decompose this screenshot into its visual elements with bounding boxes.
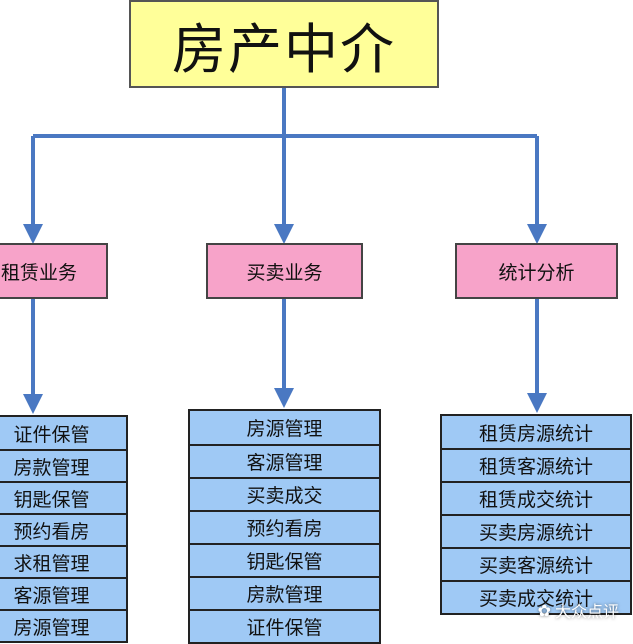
trade-item: 买卖成交 (188, 477, 381, 512)
item-label: 房款管理 (13, 456, 90, 479)
item-label: 租赁成交统计 (478, 489, 593, 511)
stats-item: 买卖成交统计 (440, 580, 632, 615)
item-label: 预约看房 (246, 518, 323, 540)
trade-item: 钥匙保管 (188, 543, 381, 578)
root-label: 房产中介 (172, 17, 396, 81)
stats-item: 租赁房源统计 (440, 414, 632, 450)
category-rental: 租赁业务 (0, 243, 108, 299)
item-label: 钥匙保管 (246, 551, 323, 573)
rental-item: 钥匙保管 (0, 481, 128, 515)
trade-item: 客源管理 (188, 444, 381, 479)
item-label: 房款管理 (246, 584, 323, 606)
category-label: 租赁业务 (0, 261, 77, 284)
root-node: 房产中介 (129, 0, 439, 88)
stats-item: 买卖房源统计 (440, 514, 632, 549)
category-label: 买卖业务 (246, 261, 323, 284)
item-label: 租赁客源统计 (478, 456, 593, 478)
item-label: 买卖成交 (246, 485, 323, 507)
stats-item: 买卖客源统计 (440, 547, 632, 582)
item-label: 钥匙保管 (13, 488, 90, 511)
item-label: 买卖房源统计 (478, 522, 593, 544)
item-label: 房源管理 (13, 616, 90, 639)
item-label: 求租管理 (13, 552, 90, 575)
item-label: 预约看房 (13, 520, 90, 543)
paw-icon: ✿ (537, 600, 551, 620)
trade-item: 房源管理 (188, 409, 381, 446)
rental-item: 证件保管 (0, 415, 128, 451)
trade-item: 房款管理 (188, 576, 381, 611)
category-label: 统计分析 (498, 261, 575, 284)
trade-item: 预约看房 (188, 510, 381, 545)
item-label: 客源管理 (13, 584, 90, 607)
watermark-text: 大众点评 (554, 602, 619, 621)
stats-item: 租赁成交统计 (440, 481, 632, 516)
category-trade: 买卖业务 (206, 243, 363, 299)
rental-item: 房款管理 (0, 449, 128, 483)
item-label: 证件保管 (246, 617, 323, 639)
rental-item: 求租管理 (0, 545, 128, 579)
watermark: ✿ 大众点评 (538, 598, 619, 622)
item-label: 房源管理 (246, 418, 323, 440)
item-label: 买卖客源统计 (478, 555, 593, 577)
trade-item: 证件保管 (188, 609, 381, 644)
item-label: 买卖成交统计 (478, 588, 593, 610)
category-stats: 统计分析 (455, 243, 618, 299)
item-label: 租赁房源统计 (478, 422, 593, 445)
rental-item: 客源管理 (0, 577, 128, 611)
item-label: 证件保管 (13, 423, 90, 446)
stats-item: 租赁客源统计 (440, 448, 632, 483)
item-label: 客源管理 (246, 452, 323, 474)
rental-item: 房源管理 (0, 609, 128, 643)
rental-item: 预约看房 (0, 513, 128, 547)
